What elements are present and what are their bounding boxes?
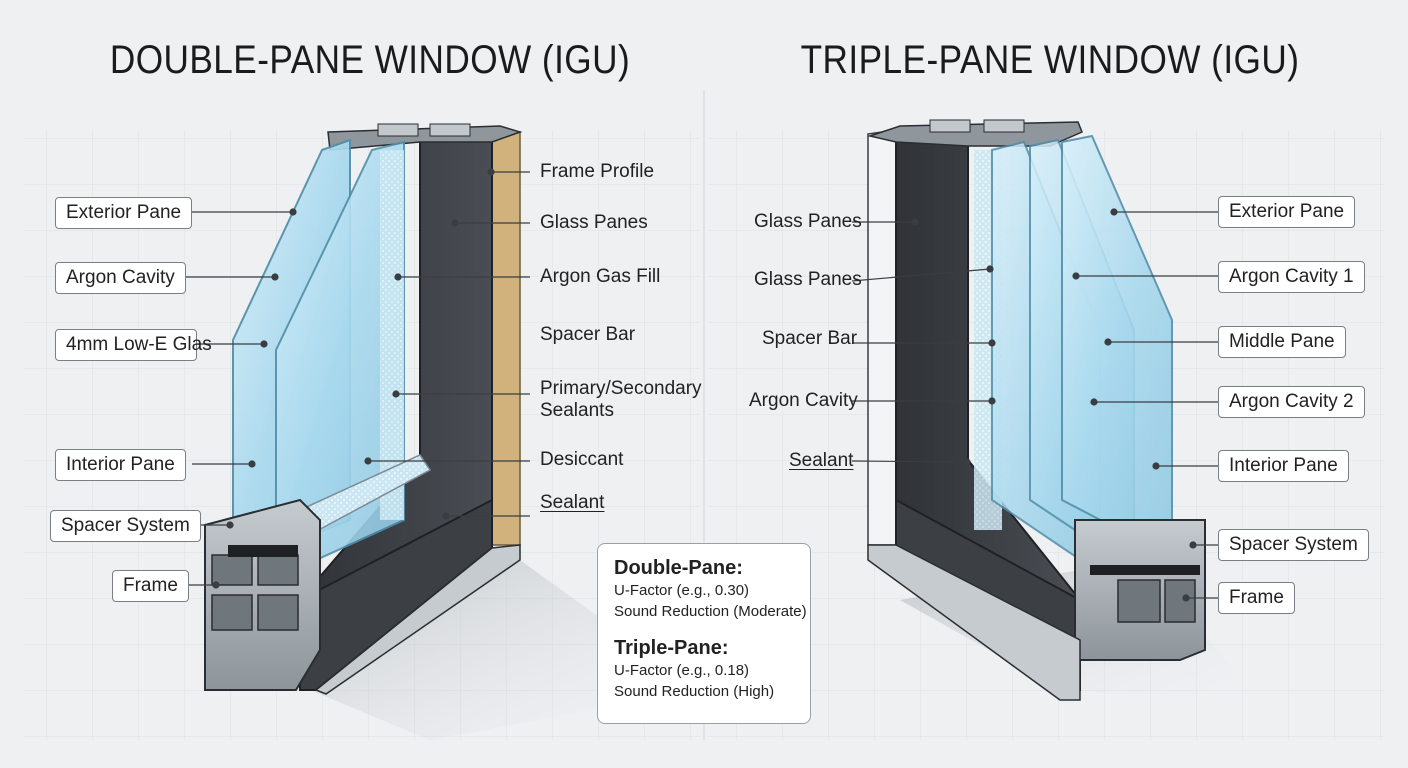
callout-spacer-system: Spacer System bbox=[50, 510, 201, 542]
callout-argon-cavity-1: Argon Cavity 1 bbox=[1218, 261, 1365, 293]
label-argon-cavity-triple: Argon Cavity bbox=[749, 390, 858, 411]
callout-spacer-system-triple: Spacer System bbox=[1218, 529, 1369, 561]
triple-pane-heading: Triple-Pane: bbox=[614, 637, 729, 659]
label-spacer-bar: Spacer Bar bbox=[540, 324, 636, 345]
label-glass-panes-1: Glass Panes bbox=[754, 211, 862, 232]
label-frame-profile: Frame Profile bbox=[540, 161, 655, 182]
callout-frame: Frame bbox=[112, 570, 189, 602]
double-pane-title: DOUBLE-PANE WINDOW (IGU) bbox=[109, 38, 631, 82]
label-sealant: Sealant bbox=[540, 492, 605, 513]
comparison-card: Double-Pane: U-Factor (e.g., 0.30) Sound… bbox=[597, 543, 811, 724]
callout-interior-pane-triple: Interior Pane bbox=[1218, 450, 1349, 482]
label-spacer-bar-triple: Spacer Bar bbox=[762, 328, 858, 349]
triple-pane-illustration bbox=[867, 119, 1260, 701]
double-pane-sound: Sound Reduction (Moderate) bbox=[614, 603, 807, 620]
callout-frame-triple: Frame bbox=[1218, 582, 1295, 614]
triple-pane-u-factor: U-Factor (e.g., 0.18) bbox=[614, 662, 750, 679]
callout-argon-cavity-2: Argon Cavity 2 bbox=[1218, 386, 1365, 418]
callout-middle-pane: Middle Pane bbox=[1218, 326, 1346, 358]
label-glass-panes: Glass Panes bbox=[540, 212, 648, 233]
triple-pane-title: TRIPLE-PANE WINDOW (IGU) bbox=[800, 38, 1300, 82]
label-glass-panes-2: Glass Panes bbox=[754, 269, 862, 290]
triple-pane-leader-lines bbox=[851, 208, 1218, 602]
double-pane-u-factor: U-Factor (e.g., 0.30) bbox=[614, 582, 750, 599]
double-pane-leader-lines bbox=[174, 168, 530, 589]
callout-exterior-pane: Exterior Pane bbox=[55, 197, 193, 229]
label-argon-gas-fill: Argon Gas Fill bbox=[540, 266, 661, 287]
triple-pane-sound: Sound Reduction (High) bbox=[614, 683, 775, 700]
callout-low-e-glass: 4mm Low-E Glas bbox=[55, 329, 212, 361]
label-sealant-triple: Sealant bbox=[789, 450, 854, 471]
label-desiccant: Desiccant bbox=[540, 449, 624, 470]
callout-interior-pane: Interior Pane bbox=[55, 449, 186, 481]
callout-exterior-pane-triple: Exterior Pane bbox=[1218, 196, 1356, 228]
label-primary-secondary-sealants: Primary/Secondary Sealants bbox=[540, 378, 702, 421]
double-pane-heading: Double-Pane: bbox=[614, 557, 743, 579]
callout-argon-cavity: Argon Cavity bbox=[55, 262, 186, 294]
